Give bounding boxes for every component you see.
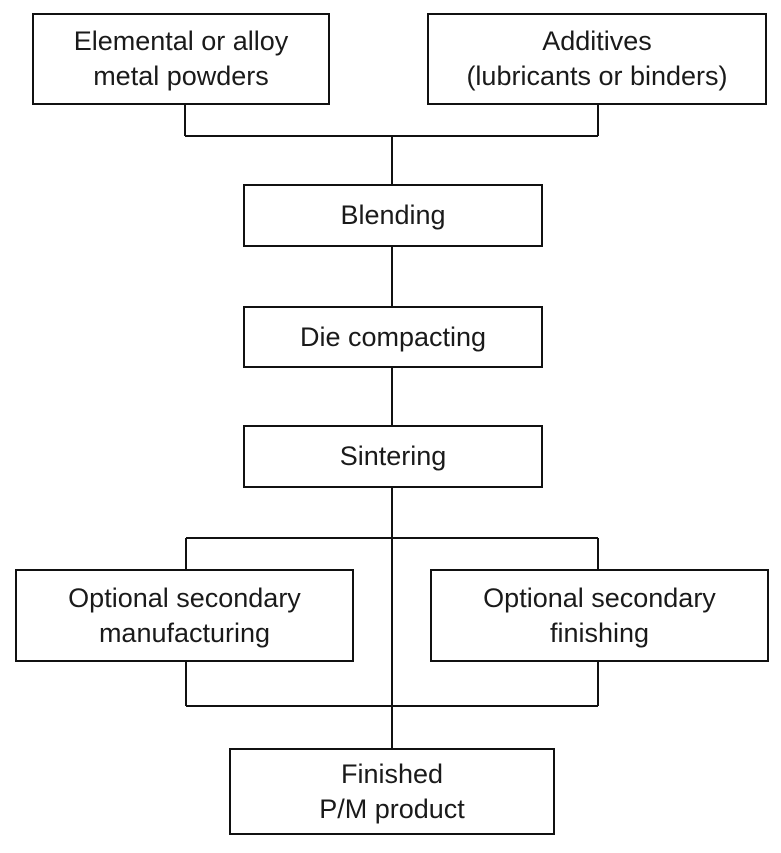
node-die-compacting-label: Die compacting bbox=[299, 321, 487, 352]
node-additives-line1: Additives bbox=[542, 26, 652, 56]
node-secondary-finishing: Optional secondary finishing bbox=[430, 569, 769, 662]
node-secondary-manufacturing-line1: Optional secondary bbox=[68, 582, 301, 613]
node-elemental-powders-line2: metal powders bbox=[93, 61, 269, 91]
node-secondary-manufacturing-line2: manufacturing bbox=[98, 617, 271, 648]
node-sintering-label: Sintering bbox=[339, 441, 447, 471]
node-blending: Blending bbox=[243, 184, 543, 247]
node-elemental-powders-line1: Elemental or alloy bbox=[73, 26, 289, 56]
node-additives: Additives (lubricants or binders) bbox=[427, 13, 767, 105]
node-finished-product-line1: Finished bbox=[340, 758, 444, 789]
node-additives-line2: (lubricants or binders) bbox=[466, 61, 728, 91]
node-finished-product: Finished P/M product bbox=[229, 748, 555, 835]
node-finished-product-line2: P/M product bbox=[319, 793, 465, 824]
node-secondary-finishing-line2: finishing bbox=[549, 617, 650, 648]
node-blending-label: Blending bbox=[340, 200, 446, 230]
node-elemental-powders: Elemental or alloy metal powders bbox=[32, 13, 330, 105]
node-secondary-finishing-line1: Optional secondary bbox=[483, 582, 716, 613]
node-secondary-manufacturing: Optional secondary manufacturing bbox=[15, 569, 354, 662]
node-sintering: Sintering bbox=[243, 425, 543, 488]
node-die-compacting: Die compacting bbox=[243, 306, 543, 368]
